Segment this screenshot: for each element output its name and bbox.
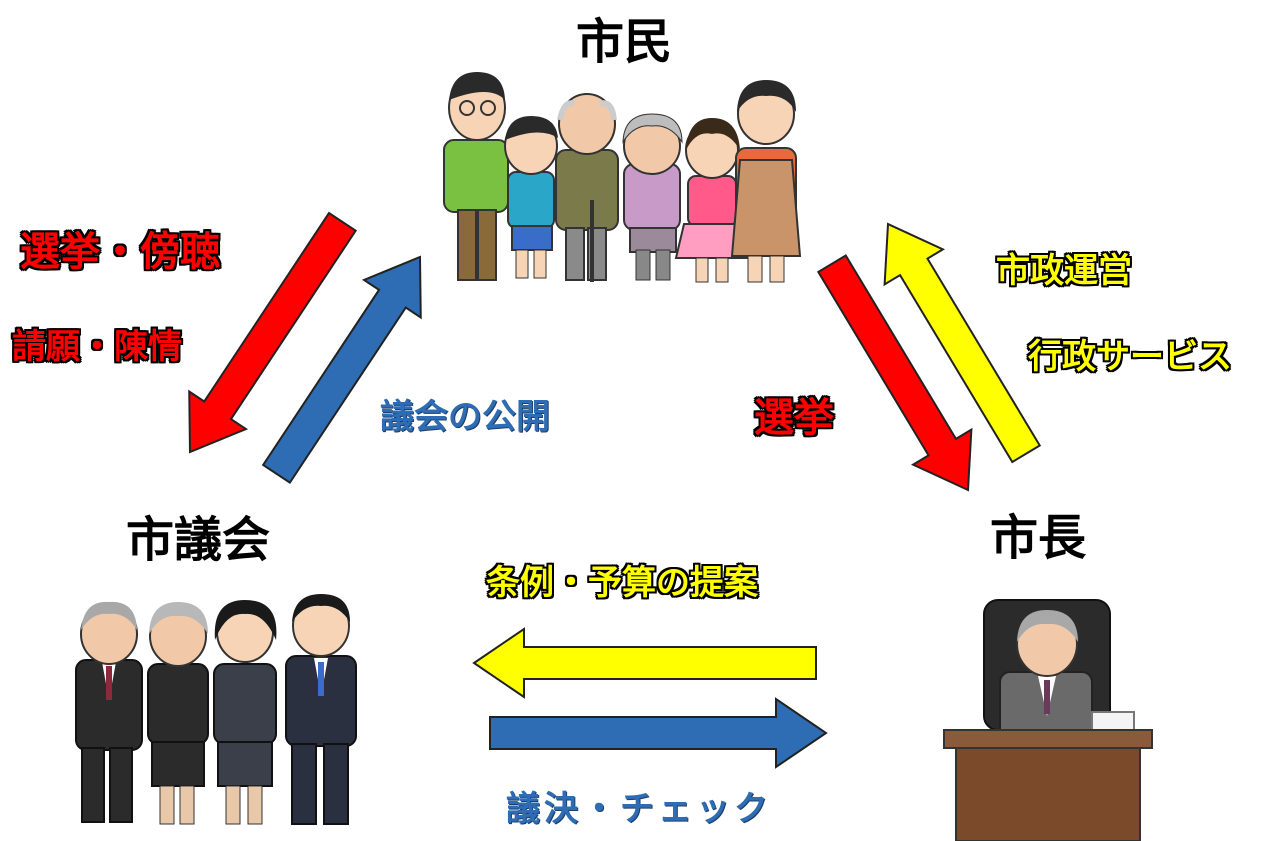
arrow-council-to-citizens xyxy=(261,255,422,485)
council-member-4 xyxy=(285,594,357,825)
arrow-mayor-to-council xyxy=(472,627,817,699)
label-municipal-management: 市政運営 xyxy=(996,251,1132,291)
label-resolution-check: 議決・チェック xyxy=(506,789,772,829)
arrow-citizens-to-council xyxy=(188,211,358,454)
citizen-mother xyxy=(730,80,802,283)
arrow-mayor-to-citizens xyxy=(883,222,1042,464)
citizen-boy xyxy=(504,116,558,279)
council-member-1 xyxy=(75,601,143,823)
citizen-grandpa xyxy=(555,93,619,282)
label-ordinance-budget-proposal: 条例・予算の提案 xyxy=(486,563,758,603)
citizen-girl xyxy=(674,118,750,283)
label-administrative-services: 行政サービス xyxy=(1028,337,1232,377)
label-council-disclosure: 議会の公開 xyxy=(380,397,550,437)
label-mayor-election: 選挙 xyxy=(754,395,834,441)
citizen-grandma xyxy=(622,113,683,281)
label-petition: 請願・陳情 xyxy=(12,327,182,367)
citizen-man xyxy=(443,72,509,281)
arrow-council-to-mayor xyxy=(489,697,828,769)
council-member-2 xyxy=(147,602,209,825)
council-member-3 xyxy=(213,600,277,825)
node-citizens-label: 市民 xyxy=(576,14,673,70)
node-mayor-label: 市長 xyxy=(990,510,1087,566)
label-election-observation: 選挙・傍聴 xyxy=(20,229,220,275)
arrow-citizens-to-mayor xyxy=(816,254,973,492)
node-council-label: 市議会 xyxy=(126,512,271,568)
